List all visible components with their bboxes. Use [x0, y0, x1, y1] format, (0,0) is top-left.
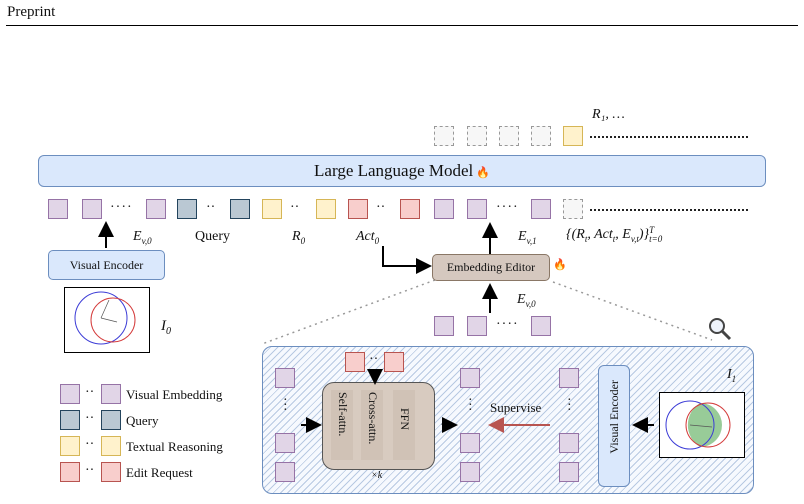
- arrow-act0-to-editor: [382, 246, 432, 274]
- legend-item: ·· Visual Embedding: [60, 384, 250, 406]
- edit-token: [345, 352, 365, 372]
- legend-swatch: [101, 436, 121, 456]
- large-language-model: Large Language Model🔥: [38, 155, 766, 187]
- i0-label: I0: [161, 318, 171, 337]
- token-vdots: ···: [567, 393, 572, 418]
- self-attn-layer: Self-attn.: [331, 390, 353, 460]
- visual-token: [275, 462, 295, 482]
- reasoning-token: [262, 199, 282, 219]
- image-i0: [64, 287, 150, 353]
- header-rule: [6, 25, 798, 26]
- ghost-token: [434, 126, 454, 146]
- token-vdots: ···: [283, 393, 288, 418]
- legend: ·· Visual Embedding ·· Query ·· Textual …: [60, 384, 250, 484]
- legend-label: Visual Embedding: [126, 387, 223, 402]
- zoom-line-left: [261, 279, 436, 345]
- query-token: [230, 199, 250, 219]
- act0-label: Act0: [356, 229, 380, 246]
- zoom-line-right: [552, 281, 713, 341]
- visual-token: [434, 199, 454, 219]
- query-token: [177, 199, 197, 219]
- legend-label: Query: [126, 413, 159, 428]
- token-dots: ··: [376, 200, 386, 215]
- token-dots: ····: [496, 200, 519, 215]
- fire-icon: 🔥: [553, 259, 567, 271]
- legend-item: ·· Query: [60, 410, 250, 432]
- top-output-label: R₁, …: [592, 107, 625, 122]
- layer-repeat-label: ×k: [371, 470, 383, 481]
- legend-swatch: [101, 384, 121, 404]
- editor-input-label: Ev,0: [517, 292, 536, 309]
- top-output-dotted-line: [590, 136, 748, 138]
- token-dots: ··: [369, 352, 379, 367]
- legend-swatch: [101, 410, 121, 430]
- visual-encoder-right: Visual Encoder: [598, 365, 630, 487]
- legend-swatch: [60, 436, 80, 456]
- visual-token: [559, 368, 579, 388]
- ev1-label: Ev,1: [518, 229, 537, 246]
- token-dots: ··: [206, 200, 216, 215]
- visual-token: [467, 199, 487, 219]
- legend-swatch: [60, 384, 80, 404]
- legend-swatch: [60, 462, 80, 482]
- visual-token: [434, 316, 454, 336]
- image-i1: [659, 392, 745, 458]
- ffn-layer: FFN: [393, 390, 415, 460]
- legend-dots: ··: [85, 463, 95, 478]
- embedding-editor: Embedding Editor: [432, 254, 550, 281]
- i1-label: I1: [727, 367, 737, 384]
- visual-token: [48, 199, 68, 219]
- query-label: Query: [195, 229, 230, 244]
- legend-label: Textual Reasoning: [126, 439, 223, 454]
- visual-token: [146, 199, 166, 219]
- visual-token: [275, 368, 295, 388]
- visual-token: [467, 316, 487, 336]
- legend-dots: ··: [85, 437, 95, 452]
- header-title: Preprint: [7, 4, 56, 20]
- visual-token: [460, 433, 480, 453]
- visual-token: [531, 199, 551, 219]
- geometry-figure-shaded-icon: [665, 400, 731, 450]
- edit-token: [384, 352, 404, 372]
- visual-token: [275, 433, 295, 453]
- visual-encoder-left: Visual Encoder: [48, 250, 165, 280]
- token-dots: ····: [496, 317, 519, 332]
- legend-item: ·· Edit Request: [60, 462, 250, 484]
- legend-dots: ··: [85, 411, 95, 426]
- legend-dots: ··: [85, 385, 95, 400]
- visual-token: [559, 462, 579, 482]
- visual-token: [559, 433, 579, 453]
- visual-token: [460, 368, 480, 388]
- magnifier-icon: [709, 318, 732, 341]
- legend-swatch: [101, 462, 121, 482]
- ghost-token: [531, 126, 551, 146]
- ev0-label: Ev,0: [133, 229, 152, 246]
- ghost-token: [467, 126, 487, 146]
- sequence-dotted-line: [590, 209, 748, 211]
- output-reasoning-token: [563, 126, 583, 146]
- token-dots: ····: [110, 200, 133, 215]
- visual-token: [82, 199, 102, 219]
- legend-swatch: [60, 410, 80, 430]
- reasoning-token: [316, 199, 336, 219]
- visual-token: [531, 316, 551, 336]
- edit-token: [348, 199, 368, 219]
- geometry-figure-icon: [74, 291, 136, 345]
- visual-token: [460, 462, 480, 482]
- fire-icon: 🔥: [476, 167, 490, 179]
- supervise-label: Supervise: [490, 400, 542, 415]
- cross-attn-layer: Cross-attn.: [361, 390, 383, 460]
- legend-item: ·· Textual Reasoning: [60, 436, 250, 458]
- edit-token: [400, 199, 420, 219]
- ghost-token: [563, 199, 583, 219]
- token-vdots: ···: [468, 393, 473, 418]
- token-dots: ··: [290, 200, 300, 215]
- r0-label: R0: [292, 229, 306, 246]
- legend-label: Edit Request: [126, 465, 193, 480]
- ghost-token: [499, 126, 519, 146]
- llm-label: Large Language Model: [314, 161, 474, 180]
